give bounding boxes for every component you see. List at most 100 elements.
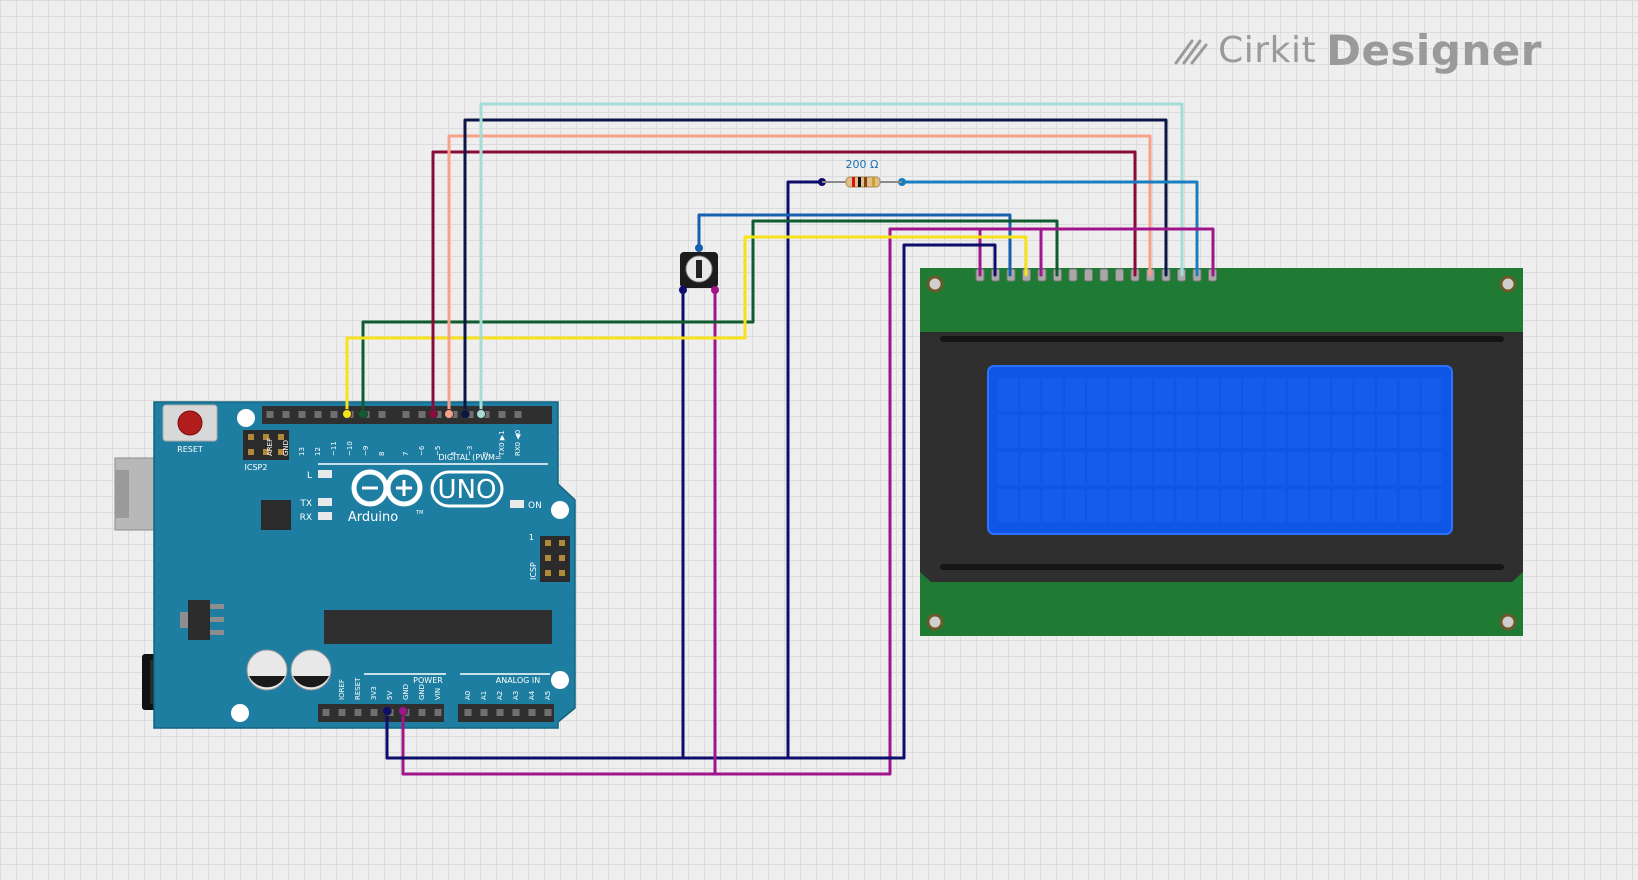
digital-pin-hole[interactable] (434, 411, 442, 418)
lcd-cell (1020, 489, 1041, 522)
lcd-pin-pad[interactable] (1115, 268, 1124, 282)
digital-pin-label: ~11 (330, 441, 338, 456)
digital-pin-hole[interactable] (402, 411, 410, 418)
resistor-band (852, 177, 855, 187)
analog-pin-hole[interactable] (464, 709, 472, 716)
lcd-cell (1109, 489, 1130, 522)
power-pin-hole[interactable] (370, 709, 378, 716)
wire-pot-wiper-v0 (697, 213, 1012, 277)
digital-pin-hole[interactable] (330, 411, 338, 418)
analog-pin-hole[interactable] (512, 709, 520, 716)
icsp2-pins (248, 434, 284, 455)
digital-pin-hole[interactable] (282, 411, 290, 418)
wire-endpoints (342, 178, 906, 716)
lcd-cell (1109, 415, 1130, 448)
lcd-cell (1154, 378, 1175, 411)
lcd-cell (1221, 378, 1241, 411)
digital-pin-hole[interactable] (498, 411, 506, 418)
lcd-cell (998, 489, 1018, 522)
lcd-cell (1176, 378, 1197, 411)
digital-pin-label: ~5 (434, 446, 442, 456)
lcd-mount-hole (1499, 613, 1517, 631)
lcd-pin-pad[interactable] (1084, 268, 1093, 282)
digital-pin-hole[interactable] (482, 411, 490, 418)
power-pin-hole[interactable] (322, 709, 330, 716)
lcd-20x4-module[interactable] (920, 268, 1523, 636)
analog-pin-label: A2 (496, 691, 504, 700)
usb-chip (261, 500, 291, 530)
lcd-pin-pad[interactable] (1068, 268, 1078, 282)
lcd-cell (1377, 452, 1398, 485)
reset-button[interactable] (177, 410, 203, 436)
brand-name-light: Cirkit (1218, 30, 1317, 71)
lcd-cell (1176, 489, 1197, 522)
analog-pin-hole[interactable] (528, 709, 536, 716)
capacitor (246, 649, 288, 691)
lcd-cell (1243, 415, 1264, 448)
wire-lcd-5v-2 (786, 243, 997, 760)
resistor-band (872, 177, 875, 187)
digital-pin-label: ~3 (466, 446, 474, 456)
potentiometer[interactable] (680, 252, 718, 288)
lcd-cell (1154, 415, 1175, 448)
lcd-cell (1310, 415, 1331, 448)
power-pin-label: VIN (434, 688, 442, 700)
analog-pin-label: A0 (464, 691, 472, 700)
digital-pin-hole[interactable] (450, 411, 458, 418)
power-analog-pin-holes[interactable] (322, 709, 552, 716)
lcd-cell (998, 415, 1018, 448)
wire-pin5-d6 (463, 118, 1168, 416)
led-l (318, 470, 332, 478)
lcd-cell (1399, 378, 1420, 411)
power-pin-hole[interactable] (434, 709, 442, 716)
lcd-cell (1421, 378, 1442, 411)
lcd-cell (1243, 452, 1264, 485)
power-pin-hole[interactable] (418, 709, 426, 716)
power-pin-label: 5V (386, 691, 394, 700)
power-pin-hole[interactable] (338, 709, 346, 716)
lcd-cell (1287, 452, 1308, 485)
led-tx (318, 498, 332, 506)
digital-pin-label: 12 (314, 447, 322, 456)
digital-pin-hole[interactable] (378, 411, 386, 418)
lcd-cell (1064, 415, 1085, 448)
lcd-cell (1109, 452, 1130, 485)
lcd-cell (1020, 378, 1041, 411)
digital-pin-hole[interactable] (266, 411, 274, 418)
lcd-cell (1310, 378, 1331, 411)
capacitor (290, 649, 332, 691)
analog-pin-hole[interactable] (480, 709, 488, 716)
digital-pin-label: TX0 ▶1 (498, 430, 506, 457)
lcd-cell (1131, 489, 1152, 522)
circuit-logo-icon (1174, 39, 1208, 64)
icsp-header (540, 536, 570, 582)
digital-pin-hole[interactable] (466, 411, 474, 418)
arduino-brand-text: Arduino (348, 510, 398, 525)
mount-hole (231, 704, 249, 722)
lcd-cell (1377, 489, 1398, 522)
digital-pin-label: 7 (402, 452, 410, 456)
lcd-cell (1354, 415, 1375, 448)
uno-logo-text: UNO (438, 475, 497, 505)
voltage-regulator-legs (210, 604, 224, 635)
digital-pin-hole[interactable] (514, 411, 522, 418)
usb-port-inner (115, 470, 129, 518)
lcd-cell (1421, 415, 1442, 448)
power-pin-hole[interactable] (354, 709, 362, 716)
analog-pin-hole[interactable] (496, 709, 504, 716)
wires[interactable] (345, 102, 1215, 776)
lcd-pin-pad[interactable] (1099, 268, 1109, 282)
digital-pin-hole[interactable] (418, 411, 426, 418)
lcd-cell (1399, 452, 1420, 485)
digital-pin-hole[interactable] (298, 411, 306, 418)
analog-pin-label: A5 (544, 691, 552, 700)
resistor-band (864, 177, 867, 187)
digital-pin-hole[interactable] (314, 411, 322, 418)
resistor-200-ohm[interactable]: 200 Ω (822, 158, 902, 188)
analog-pin-hole[interactable] (544, 709, 552, 716)
lcd-mount-hole (926, 275, 944, 293)
lcd-cell (998, 452, 1018, 485)
